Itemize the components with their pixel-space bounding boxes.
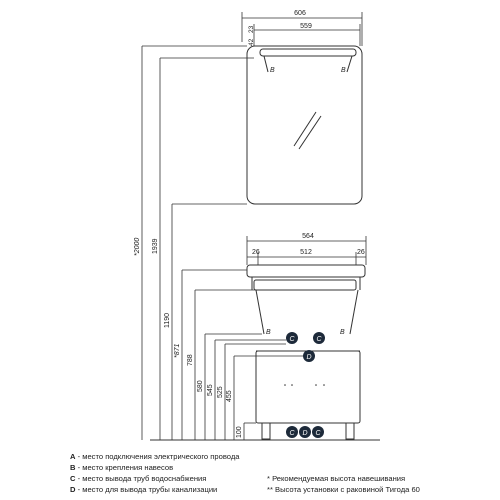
legend-key-a: A: [70, 452, 76, 461]
dim-mirror-total-width: 606: [294, 10, 306, 17]
mirror-light-bar: [259, 48, 357, 57]
marker-d-upper: D: [306, 354, 311, 361]
legend-text-b: - место крепления навесов: [75, 463, 174, 472]
mirror-cabinet: [246, 45, 363, 205]
marker-b-vanity-left: B: [266, 329, 271, 336]
dim-height-100: 100: [236, 426, 243, 438]
dim-basin-right: 26: [357, 249, 365, 256]
note-recommended-height: * Рекомендуемая высота навешивания: [267, 474, 406, 483]
marker-c-lower-right: C: [315, 430, 321, 437]
mirror-reflection-line-1: [293, 111, 317, 147]
dim-mirror-offset-23: 23: [248, 25, 255, 33]
legend-key-b: B: [70, 463, 76, 472]
dim-height-525: 525: [217, 386, 224, 398]
marker-c-upper-left: C: [289, 336, 295, 343]
basin-top-dimensions: [246, 236, 367, 265]
legend-text-c: - место вывода труб водоснабжения: [75, 474, 207, 483]
mirror-hanger-left: [263, 55, 269, 73]
dim-basin-center: 512: [300, 249, 312, 256]
vanity-hanger-left: [255, 289, 265, 335]
marker-b-vanity-right: B: [340, 329, 345, 336]
dim-height-580: 580: [197, 380, 204, 392]
dim-basin-left: 26: [252, 249, 260, 256]
mirror-outline: [246, 45, 363, 205]
legend-text-a: - место подключения электрического прово…: [75, 452, 240, 461]
basin-bowl: [253, 279, 357, 291]
dim-height-1190: 1190: [164, 313, 171, 328]
legend-item-a: A - место подключения электрического про…: [70, 452, 239, 462]
legend-item-d: D - место для вывода трубы канализации: [70, 485, 217, 495]
dim-height-871: *871: [174, 343, 181, 358]
height-dimension-lines: [141, 45, 303, 440]
basin-top: [246, 264, 366, 278]
dim-height-788: 788: [187, 354, 194, 366]
vanity-hanger-right: [349, 289, 359, 335]
mirror-top-dimensions: [241, 12, 363, 46]
mirror-reflection-line-2: [298, 115, 322, 150]
note-installation-height: ** Высота установки с раковиной Тигода 6…: [267, 485, 420, 494]
legend-text-d: - место для вывода трубы канализации: [75, 485, 218, 494]
marker-d-lower: D: [302, 430, 307, 437]
dim-height-455: 455: [226, 390, 233, 402]
legend-item-b: B - место крепления навесов: [70, 463, 173, 473]
legend-item-c: C - место вывода труб водоснабжения: [70, 474, 206, 484]
dim-height-1939: 1939: [152, 238, 159, 254]
vanity-leg-right: [345, 422, 355, 440]
legend-key-d: D: [70, 485, 76, 494]
mirror-hanger-right: [346, 55, 353, 73]
dim-height-2000: *2000: [134, 238, 141, 256]
vanity-cabinet: [150, 264, 380, 441]
vanity-dots: [284, 384, 325, 386]
marker-c-lower-left: C: [289, 430, 295, 437]
dim-mirror-inner-width: 559: [300, 23, 312, 30]
vanity-leg-left: [261, 422, 271, 440]
dim-mirror-offset-42: 42: [248, 38, 255, 46]
dim-basin-width: 564: [302, 233, 314, 240]
pipe-markers: [286, 332, 325, 438]
dim-height-545: 545: [207, 384, 214, 396]
marker-b-right: B: [341, 67, 346, 74]
marker-b-left: B: [270, 67, 275, 74]
marker-c-upper-right: C: [316, 336, 322, 343]
legend-key-c: C: [70, 474, 76, 483]
